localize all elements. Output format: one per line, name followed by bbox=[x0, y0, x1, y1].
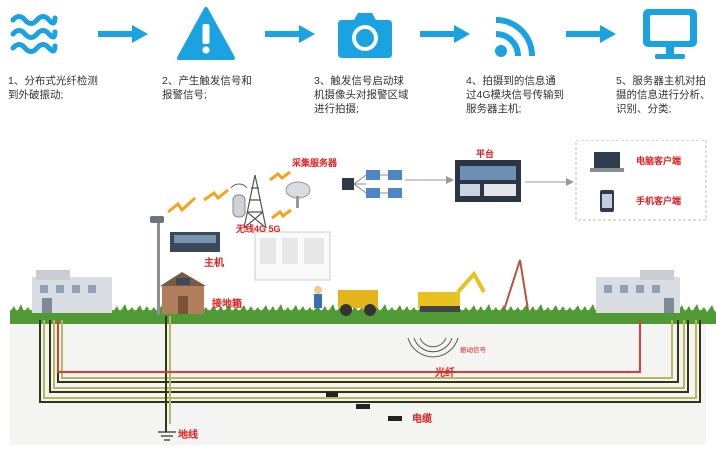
laptop-image bbox=[590, 152, 624, 172]
arrow-1 bbox=[98, 25, 148, 48]
photo-panel bbox=[254, 231, 331, 281]
label-cable: 电缆 bbox=[412, 414, 432, 425]
arrow-3 bbox=[420, 25, 470, 48]
label-fiber: 光纤 bbox=[435, 368, 455, 379]
wifi-icon bbox=[495, 17, 535, 57]
platform-image bbox=[455, 160, 521, 202]
vibration-arcs bbox=[407, 337, 459, 358]
label-collection-server: 采集服务器 bbox=[292, 158, 338, 168]
camera-icon bbox=[338, 13, 392, 58]
waves-icon bbox=[10, 14, 58, 54]
camera-pole bbox=[150, 216, 220, 315]
step-3-icon bbox=[336, 8, 394, 60]
label-wireless: 无线4G 5G bbox=[236, 224, 281, 234]
underground-cables bbox=[39, 316, 701, 432]
satellite-dish bbox=[285, 181, 311, 208]
arrow-2 bbox=[265, 25, 315, 48]
label-vibration-signal: 振动信号 bbox=[460, 347, 486, 354]
step-5-text: 5、服务器主机对拍摄的信息进行分析、识别、分类; bbox=[616, 75, 711, 115]
step-2-icon bbox=[176, 6, 236, 62]
construction-machines bbox=[338, 259, 529, 316]
radio-tower bbox=[243, 174, 267, 229]
grounding-box bbox=[160, 272, 206, 314]
left-substation-building bbox=[32, 270, 112, 313]
step-2-text: 2、产生触发信号和报警信号; bbox=[162, 75, 252, 101]
warning-icon bbox=[177, 7, 235, 60]
step-1-icon bbox=[8, 8, 60, 60]
step-4-text: 4、拍摄到的信息通过4G模块信号传输到服务器主机; bbox=[466, 75, 565, 115]
phone-image bbox=[600, 190, 614, 212]
monitor-icon bbox=[643, 9, 697, 59]
antenna-device bbox=[230, 183, 248, 218]
label-host: 主机 bbox=[204, 258, 224, 269]
arrow-4 bbox=[566, 25, 616, 48]
step-4-icon bbox=[492, 10, 542, 60]
server-network bbox=[342, 170, 402, 198]
label-mobile-client: 手机客户端 bbox=[636, 196, 682, 206]
ground-symbol bbox=[158, 431, 176, 441]
worker bbox=[314, 286, 322, 308]
label-platform: 平台 bbox=[476, 149, 495, 159]
label-grounding-box: 接地箱 bbox=[212, 299, 242, 310]
step-1-text: 1、分布式光纤检测到外破振动; bbox=[8, 75, 98, 101]
step-5-icon bbox=[640, 6, 700, 62]
label-ground-wire: 地线 bbox=[178, 430, 198, 441]
step-3-text: 3、触发信号启动球机摄像头对报警区域进行拍摄; bbox=[314, 75, 409, 115]
fiber-line bbox=[57, 320, 641, 373]
label-pc-client: 电脑客户端 bbox=[636, 156, 682, 166]
scene-illustration bbox=[10, 140, 716, 445]
right-substation-building bbox=[596, 270, 680, 313]
